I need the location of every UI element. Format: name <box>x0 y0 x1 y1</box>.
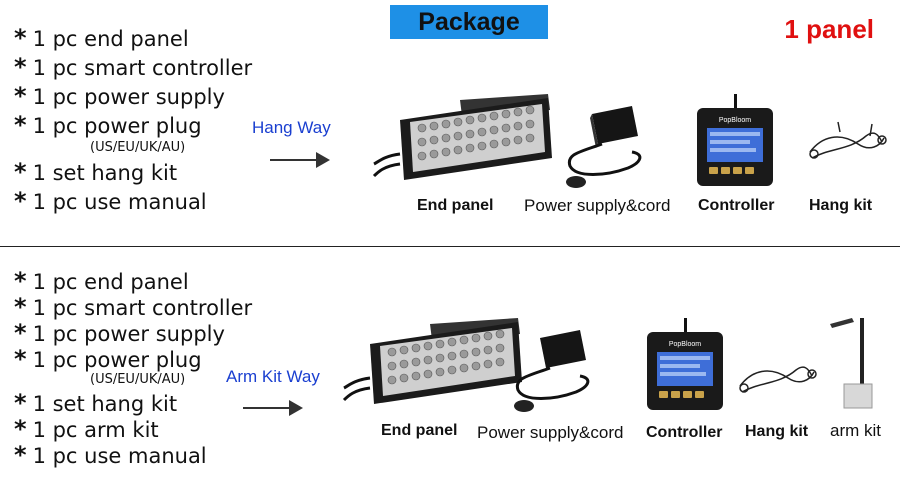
list-item: *1 pc use manual <box>14 187 207 215</box>
svg-text:PopBloom: PopBloom <box>719 117 751 124</box>
package-title-badge: Package <box>390 5 548 39</box>
list-item: *1 set hang kit <box>14 158 178 186</box>
section1-item-list: *1 pc end panel *1 pc smart controller *… <box>14 24 252 216</box>
list-item: *1 pc power supply <box>14 82 225 110</box>
power-supply-image <box>514 330 590 412</box>
list-item: *1 pc use manual <box>14 441 207 469</box>
right-arrow-icon <box>243 400 303 416</box>
list-item: *1 pc arm kit <box>14 415 159 443</box>
list-item: *1 pc end panel <box>14 24 189 52</box>
caption-controller: Controller <box>646 424 723 441</box>
hang-kit-image <box>809 121 887 159</box>
section-divider <box>0 246 900 247</box>
section2-product-images: PopBloom <box>342 318 873 412</box>
caption-end-panel: End panel <box>381 422 458 439</box>
list-item: *1 pc smart controller <box>14 293 253 321</box>
list-item: *1 pc end panel <box>14 267 189 295</box>
svg-text:PopBloom: PopBloom <box>669 341 701 348</box>
plug-note: (US/EU/UK/AU) <box>90 372 186 387</box>
section1-product-images: PopBloom <box>372 94 887 188</box>
caption-hang-kit: Hang kit <box>809 197 873 214</box>
caption-arm-kit: arm kit <box>830 421 881 440</box>
caption-hang-kit: Hang kit <box>745 423 809 440</box>
controller-image: PopBloom <box>647 318 723 410</box>
list-item: *1 set hang kit <box>14 389 178 417</box>
panel-count-label: 1 panel <box>784 14 874 44</box>
arm-kit-image <box>830 318 873 409</box>
list-item: *1 pc power plug <box>14 111 202 139</box>
caption-end-panel: End panel <box>417 197 494 214</box>
arm-kit-way-label: Arm Kit Way <box>226 367 320 386</box>
list-item: *1 pc power supply <box>14 319 225 347</box>
caption-power-supply: Power supply&cord <box>524 196 671 215</box>
caption-controller: Controller <box>698 197 775 214</box>
plug-note: (US/EU/UK/AU) <box>90 140 186 155</box>
list-item: *1 pc power plug <box>14 345 202 373</box>
power-supply-image <box>566 106 642 188</box>
caption-power-supply: Power supply&cord <box>477 423 624 442</box>
controller-image: PopBloom <box>697 94 773 186</box>
end-panel-image <box>342 318 522 404</box>
hang-way-label: Hang Way <box>252 118 331 137</box>
list-item: *1 pc smart controller <box>14 53 253 81</box>
right-arrow-icon <box>270 152 330 168</box>
hang-kit-image <box>739 366 817 393</box>
section2-item-list: *1 pc end panel *1 pc smart controller *… <box>14 268 252 468</box>
end-panel-image <box>372 94 552 180</box>
